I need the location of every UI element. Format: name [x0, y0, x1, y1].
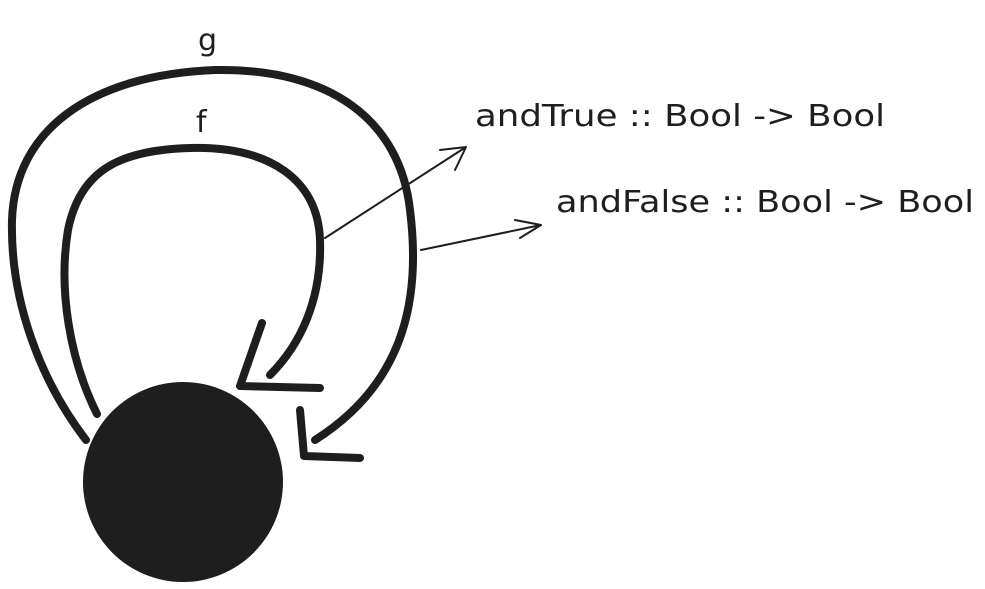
- object-node: [83, 382, 283, 582]
- andtrue-signature: andTrue :: Bool -> Bool: [475, 99, 885, 134]
- loop-f-arrow: [60, 143, 325, 418]
- andfalse-pointer-arrow: [420, 219, 542, 251]
- loop-g-arrow: [7, 65, 418, 444]
- loop-g-arrowhead: [296, 406, 364, 462]
- andtrue-pointer-arrow: [324, 146, 467, 239]
- andfalse-signature: andFalse :: Bool -> Bool: [556, 185, 974, 220]
- loop-f-arrowhead: [236, 319, 324, 392]
- loop-g-label: g: [198, 23, 217, 58]
- loop-f-label: f: [196, 105, 208, 140]
